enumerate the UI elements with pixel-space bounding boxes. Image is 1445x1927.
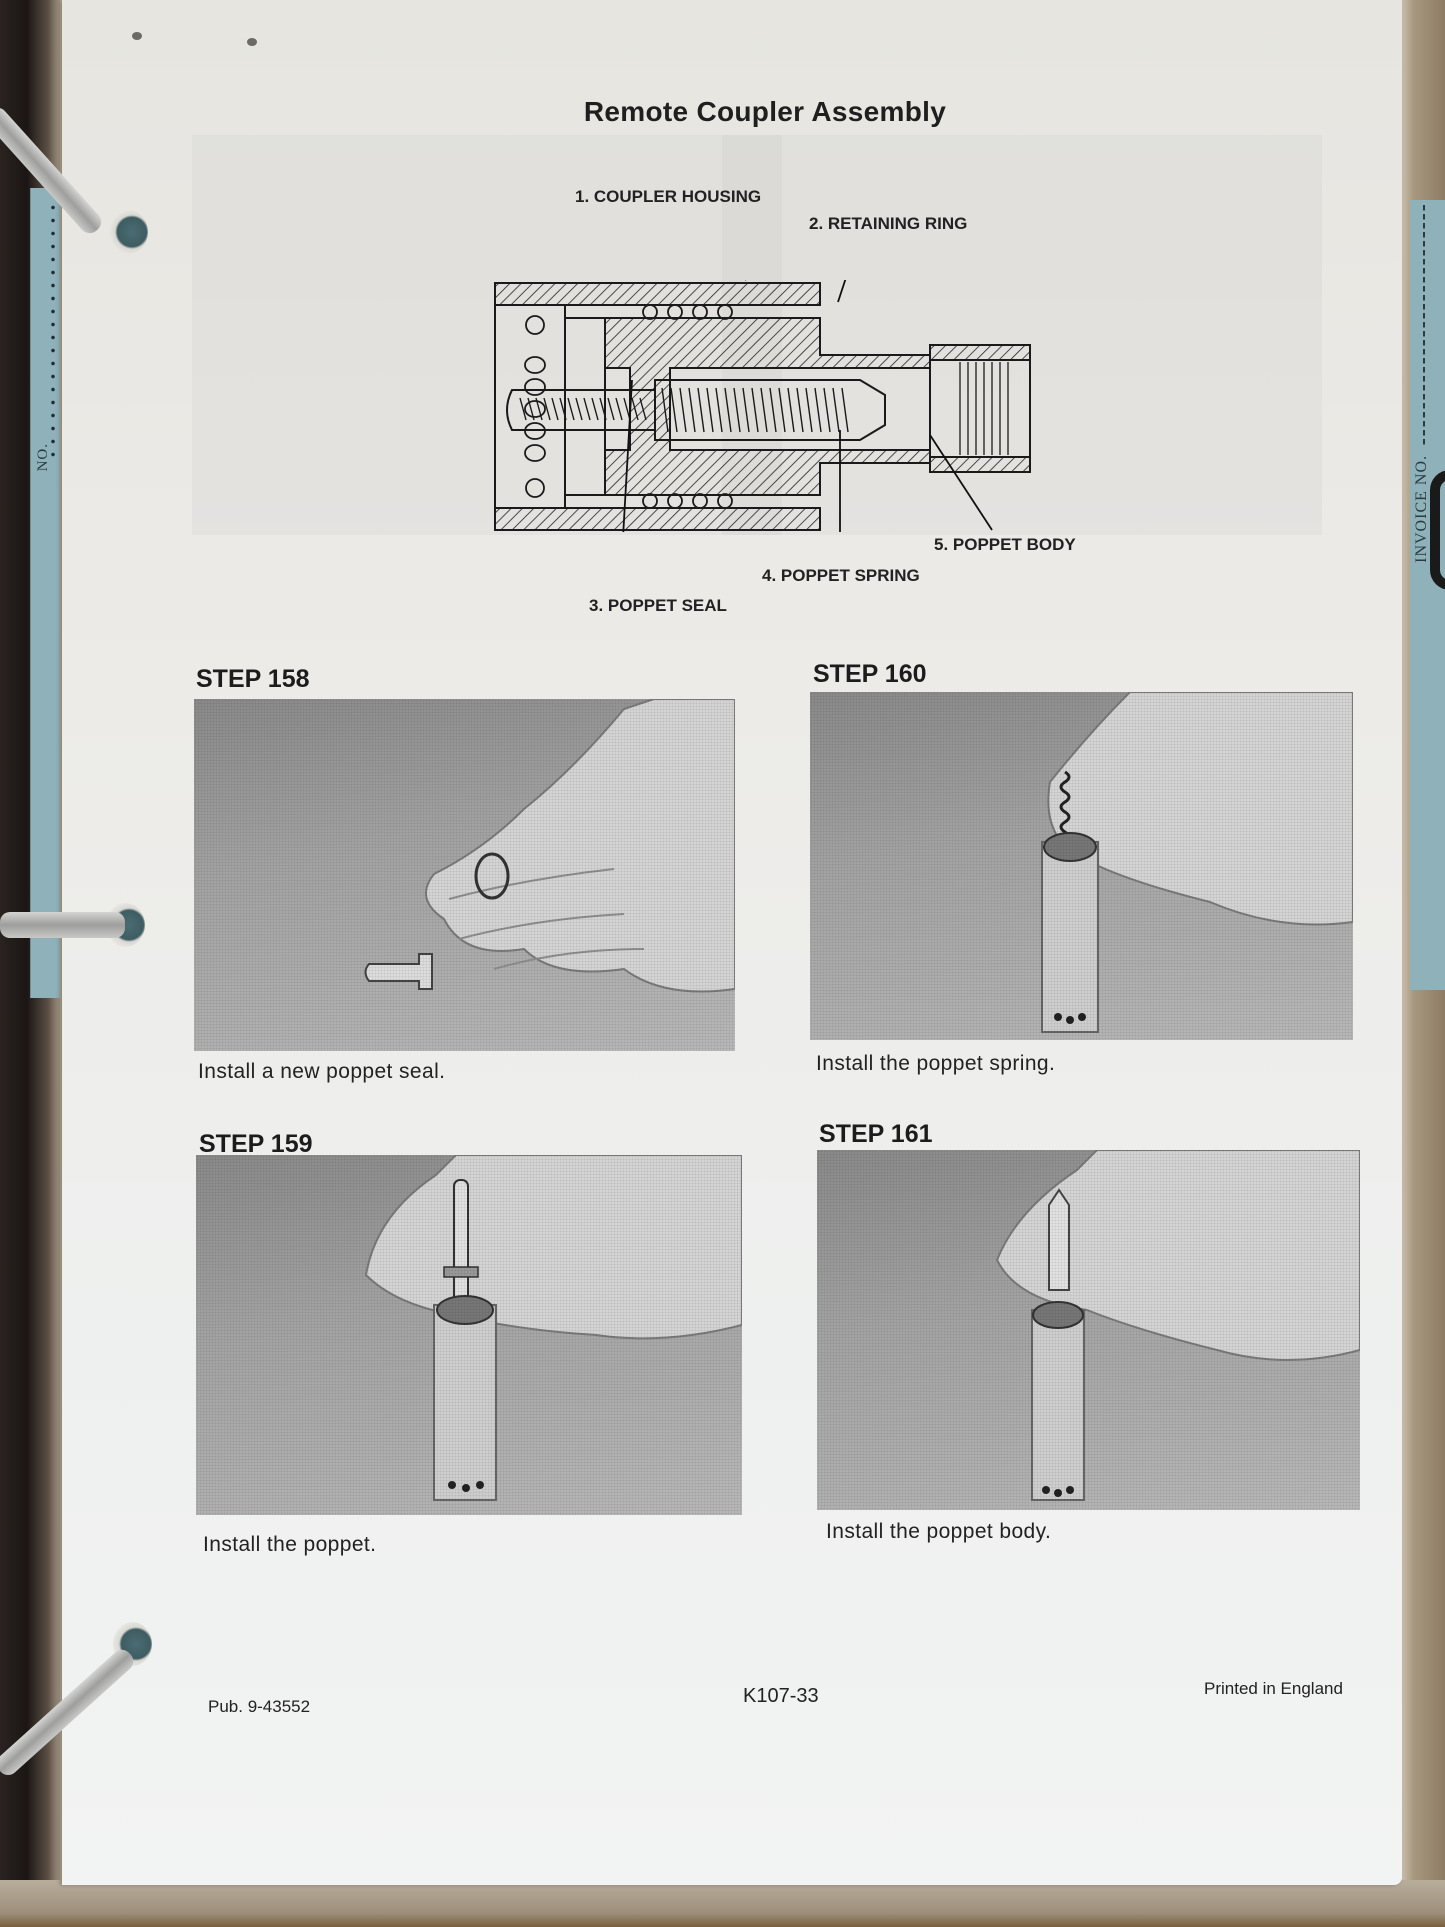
step-158-title: STEP 158 <box>196 665 310 693</box>
label-poppet-seal: 3. POPPET SEAL <box>589 596 727 615</box>
footer-printed: Printed in England <box>1204 1679 1343 1698</box>
step-161-photo <box>817 1150 1360 1510</box>
step-159-photo <box>196 1155 742 1515</box>
dashed-line <box>1423 205 1425 445</box>
strip-text: NO. <box>35 443 51 472</box>
binder-ring-middle <box>0 912 125 938</box>
invoice-label: INVOICE NO. <box>1413 455 1430 563</box>
footer-publication: Pub. 9-43552 <box>208 1697 311 1716</box>
blue-ruler-strip: NO. <box>30 188 60 998</box>
step-158-caption: Install a new poppet seal. <box>198 1060 446 1083</box>
ruler-dots <box>51 188 55 458</box>
hand-illustration <box>364 699 735 993</box>
desk-edge-bottom <box>0 1880 1445 1927</box>
step-160-title: STEP 160 <box>813 660 927 688</box>
step-161-caption: Install the poppet body. <box>826 1520 1052 1543</box>
label-retaining-ring: 2. RETAINING RING <box>809 214 968 233</box>
binder-hole-top <box>108 210 148 254</box>
step-159-caption: Install the poppet. <box>203 1533 377 1556</box>
label-coupler-housing: 1. COUPLER HOUSING <box>575 187 762 206</box>
label-poppet-spring: 4. POPPET SPRING <box>762 566 920 585</box>
step-159-title: STEP 159 <box>199 1130 313 1158</box>
spring-illustration <box>1041 692 1353 1033</box>
label-poppet-body: 5. POPPET BODY <box>934 535 1076 554</box>
step-160-caption: Install the poppet spring. <box>816 1052 1056 1075</box>
step-160-photo <box>810 692 1353 1040</box>
page-title: Remote Coupler Assembly <box>583 96 947 127</box>
step-158-photo <box>194 699 735 1051</box>
invoice-card: INVOICE NO. <box>1410 200 1445 990</box>
footer-page-code: K107-33 <box>743 1685 819 1707</box>
step-161-title: STEP 161 <box>819 1120 933 1148</box>
poppet-illustration <box>364 1155 742 1501</box>
poppet-body-illustration <box>995 1150 1360 1501</box>
handwritten-mark <box>1430 470 1445 590</box>
punch-mark <box>132 32 142 40</box>
punch-mark <box>247 38 257 46</box>
coupler-cross-section-drawing <box>494 280 1031 532</box>
